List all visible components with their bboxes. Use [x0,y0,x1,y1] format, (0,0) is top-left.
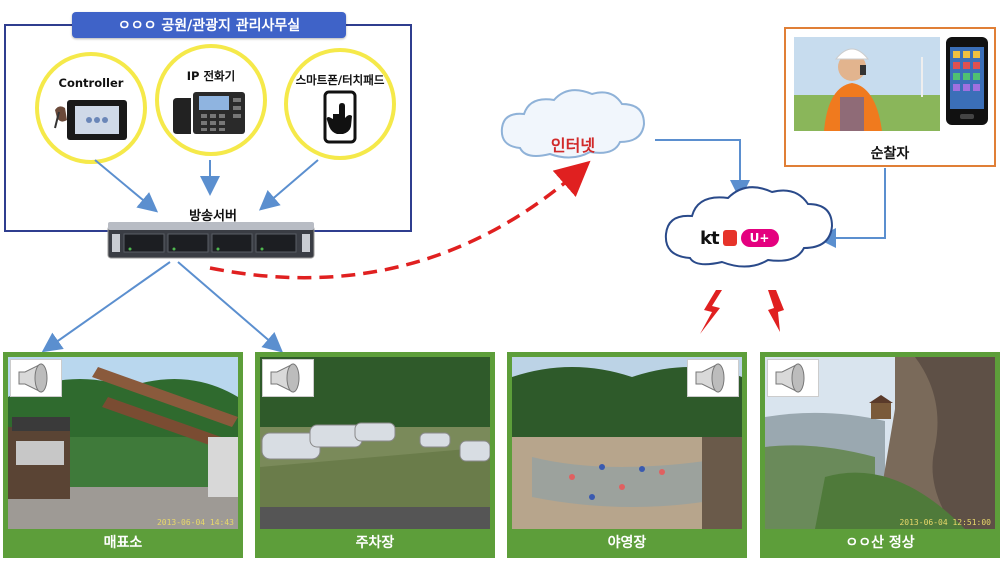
site-photo-mountain-summit: 2013-06-04 12:51:00 [765,357,995,529]
site-mountain-summit: 2013-06-04 12:51:00 ㅇㅇ산 정상 [760,352,1000,558]
carrier-cloud-icon [664,186,834,268]
internet-cloud-icon [500,89,646,159]
speaker-icon [767,359,819,397]
patroller-photo [794,37,940,131]
photo-timestamp: 2013-06-04 12:51:00 [899,518,991,527]
device-smartphone-touchpad: 스마트폰/터치패드 [284,48,396,160]
site-label-parking: 주차장 [355,535,395,551]
lightning-icon-right [768,290,784,332]
carrier-logo-text: kt [700,227,720,249]
site-label-campground: 야영장 [607,535,647,551]
arrow-smartphone-to-server [258,159,319,211]
speaker-icon [687,359,739,397]
photo-timestamp: 2013-06-04 14:43 [156,518,234,527]
lightning-icon-left [700,290,722,334]
site-label-ticket-office: 매표소 [103,535,143,551]
dashed-server-to-internet [209,160,591,280]
carrier-logo: kt U+ [700,226,790,250]
arrow-server-to-parking [177,261,284,353]
site-ticket-office: 2013-06-04 14:43 매표소 [3,352,243,558]
arrow-internet-to-carrier [655,139,750,200]
speaker-icon [262,359,314,397]
device-label-smartphone: 스마트폰/터치패드 [295,73,385,87]
controller-panel-icon [54,100,127,140]
ip-phone-icon [173,92,245,134]
site-campground: 야영장 [507,352,747,558]
broadcast-server-icon [107,222,315,259]
device-label-controller: Controller [58,76,124,90]
carrier-mark-icon [722,230,737,246]
site-label-mountain-summit: ㅇㅇ산 정상 [845,535,915,551]
device-ip-phone: IP 전화기 [155,44,267,156]
site-photo-ticket-office: 2013-06-04 14:43 [8,357,238,529]
carrier-logo-suffix: U+ [740,229,779,247]
site-photo-campground [512,357,742,529]
touch-phone-icon [323,90,357,144]
site-photo-parking [260,357,490,529]
internet-label: 인터넷 [550,136,596,155]
smartphone-icon [946,37,988,125]
arrow-server-to-ticket-office [41,261,171,353]
device-controller: Controller [35,52,147,164]
device-label-ip-phone: IP 전화기 [186,69,236,83]
speaker-icon [10,359,62,397]
office-title: ㅇㅇㅇ 공원/관광지 관리사무실 [72,12,346,38]
arrow-controller-to-server [94,159,159,213]
patroller-label: 순찰자 [870,146,910,162]
server-label: 방송서버 [189,209,237,224]
site-parking: 주차장 [255,352,495,558]
patroller-box [784,27,996,167]
arrow-patroller-to-carrier [816,168,886,248]
